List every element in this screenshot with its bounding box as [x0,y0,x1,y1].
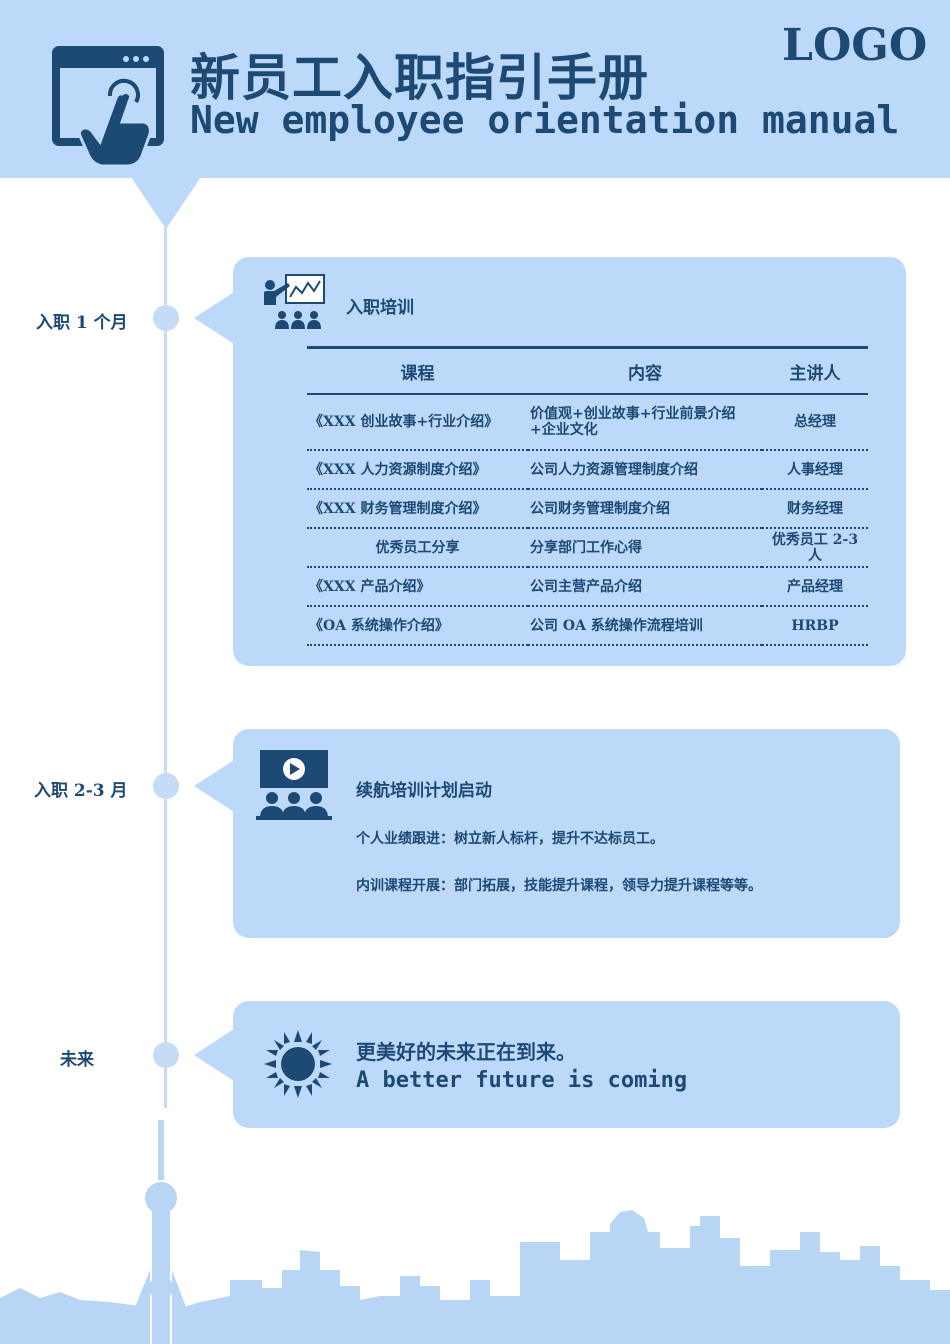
speaker-cell: 人事经理 [762,450,868,490]
table-row: 《XXX 财务管理制度介绍》 公司财务管理制度介绍 财务经理 [307,489,868,529]
hand-click-window-icon [52,46,164,168]
course-cell: 《XXX 创业故事+行业介绍》 [307,394,528,451]
table-row: 《XXX 人力资源制度介绍》 公司人力资源管理制度介绍 人事经理 [307,450,868,490]
timeline-dot-3 [153,1042,179,1068]
stage-label-1: 入职 1 个月 [36,313,128,333]
timeline-line [164,228,167,1108]
content-cell: 公司人力资源管理制度介绍 [528,450,762,490]
header-notch [131,177,201,229]
course-cell: 《XXX 产品介绍》 [307,567,528,607]
page-subtitle: New employee orientation manual [190,99,900,142]
stage-label-2: 入职 2-3 月 [34,781,128,801]
sun-icon [264,1030,332,1098]
continuation-title: 续航培训计划启动 [356,781,492,801]
column-header-speaker: 主讲人 [762,346,868,395]
column-header-content: 内容 [528,346,762,395]
continuation-line-1: 个人业绩跟进：树立新人标杆，提升不达标员工。 [356,831,664,847]
content-cell: 公司主营产品介绍 [528,567,762,607]
content-cell: 公司 OA 系统操作流程培训 [528,606,762,646]
card-tail-1 [194,292,234,344]
video-classroom-icon [256,750,332,820]
speaker-cell: 产品经理 [762,567,868,607]
future-card [233,1001,900,1128]
course-cell: 《XXX 人力资源制度介绍》 [307,450,528,490]
table-row: 《XXX 创业故事+行业介绍》 价值观+创业故事+行业前景介绍+企业文化 总经理 [307,394,868,451]
timeline-dot-2 [153,773,179,799]
continuation-line-2: 内训课程开展：部门拓展，技能提升课程，领导力提升课程等等。 [356,878,762,894]
logo: LOGO [782,20,928,71]
speaker-cell: 财务经理 [762,489,868,529]
stage-label-3: 未来 [60,1050,94,1070]
column-header-course: 课程 [307,346,528,395]
content-cell: 公司财务管理制度介绍 [528,489,762,529]
continuation-card [233,729,900,938]
card-tail-2 [194,760,234,812]
speaker-cell: HRBP [762,606,868,646]
table-row: 《XXX 产品介绍》 公司主营产品介绍 产品经理 [307,567,868,607]
course-cell: 《XXX 财务管理制度介绍》 [307,489,528,529]
card-tail-3 [194,1029,234,1081]
training-title: 入职培训 [346,298,414,318]
content-cell: 分享部门工作心得 [528,528,762,568]
course-cell: 优秀员工分享 [307,528,528,568]
future-text-cn: 更美好的未来正在到来。 [356,1040,576,1064]
course-cell: 《OA 系统操作介绍》 [307,606,528,646]
speaker-cell: 总经理 [762,394,868,451]
city-skyline-illustration [0,1120,950,1344]
timeline-dot-1 [153,305,179,331]
table-row: 优秀员工分享 分享部门工作心得 优秀员工 2-3 人 [307,528,868,568]
presentation-training-icon [264,274,325,329]
speaker-cell: 优秀员工 2-3 人 [762,528,868,568]
table-header-row: 课程 内容 主讲人 [307,346,868,395]
training-table: 课程 内容 主讲人 《XXX 创业故事+行业介绍》 价值观+创业故事+行业前景介… [307,346,868,646]
table-row: 《OA 系统操作介绍》 公司 OA 系统操作流程培训 HRBP [307,606,868,646]
content-cell: 价值观+创业故事+行业前景介绍+企业文化 [528,394,762,451]
future-text-en: A better future is coming [356,1068,688,1093]
page-title: 新员工入职指引手册 [190,49,649,107]
